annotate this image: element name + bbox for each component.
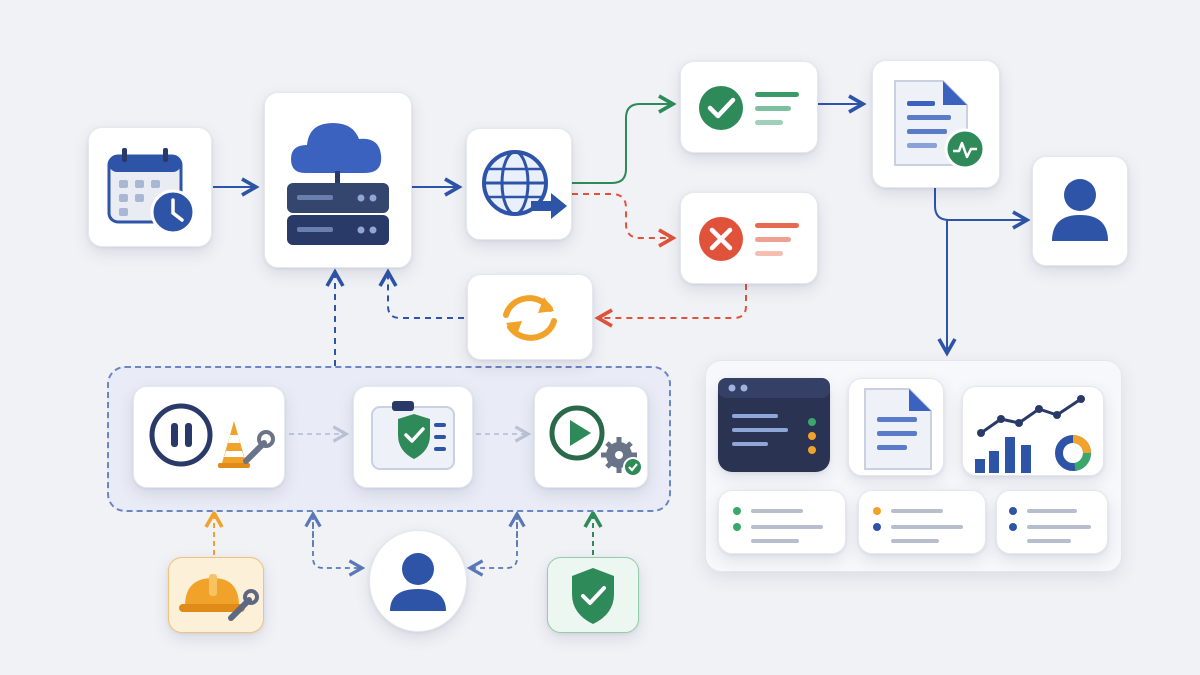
document-icon [864, 388, 932, 470]
security-checklist-node[interactable] [353, 386, 473, 488]
x-circle-icon [699, 217, 799, 261]
terminal-widget[interactable] [718, 378, 830, 472]
shield-check-icon [572, 568, 614, 624]
network-request-node[interactable] [466, 128, 572, 240]
terminal-icon [718, 378, 830, 454]
globe-arrow-icon [482, 150, 567, 219]
cloud-server-node[interactable] [264, 92, 412, 268]
list-card-3[interactable] [996, 490, 1108, 554]
security-approval-node[interactable] [547, 557, 639, 633]
list-icon [1009, 507, 1091, 543]
maintenance-pause-node[interactable] [133, 386, 285, 488]
link-operator-right [466, 515, 518, 577]
operator-user-node[interactable] [369, 530, 467, 632]
link-network-to-success [572, 94, 677, 184]
hardhat-wrench-icon [179, 574, 259, 621]
document-widget[interactable] [848, 378, 944, 476]
shield-checklist-icon [371, 401, 455, 470]
link-network-to-failure [572, 193, 677, 248]
document-pulse-icon [894, 80, 986, 170]
list-icon [733, 507, 823, 543]
resume-automation-node[interactable] [534, 386, 648, 488]
calendar-clock-icon [107, 148, 196, 235]
list-card-2[interactable] [858, 490, 986, 554]
maintenance-worker-node[interactable] [168, 557, 264, 633]
refresh-icon [503, 295, 557, 341]
link-report-to-user [934, 188, 1031, 230]
play-gear-icon [549, 405, 643, 477]
cloud-server-icon [287, 123, 389, 245]
report-document-node[interactable] [872, 60, 1000, 188]
list-icon [873, 507, 963, 543]
link-operator-left [312, 515, 366, 577]
recipient-user-node[interactable] [1032, 156, 1128, 266]
scheduler-node[interactable] [88, 127, 212, 247]
check-circle-icon [699, 86, 799, 130]
retry-node[interactable] [467, 274, 593, 360]
success-result-node[interactable] [680, 61, 818, 153]
analytics-chart-icon [975, 395, 1092, 473]
failure-result-node[interactable] [680, 192, 818, 284]
analytics-widget[interactable] [962, 386, 1104, 476]
user-icon [1052, 179, 1108, 241]
user-icon [390, 553, 446, 611]
link-retry-to-server [378, 268, 464, 319]
link-failure-to-retry [594, 284, 747, 328]
pause-wrench-icon [149, 403, 275, 468]
list-card-1[interactable] [718, 490, 846, 554]
